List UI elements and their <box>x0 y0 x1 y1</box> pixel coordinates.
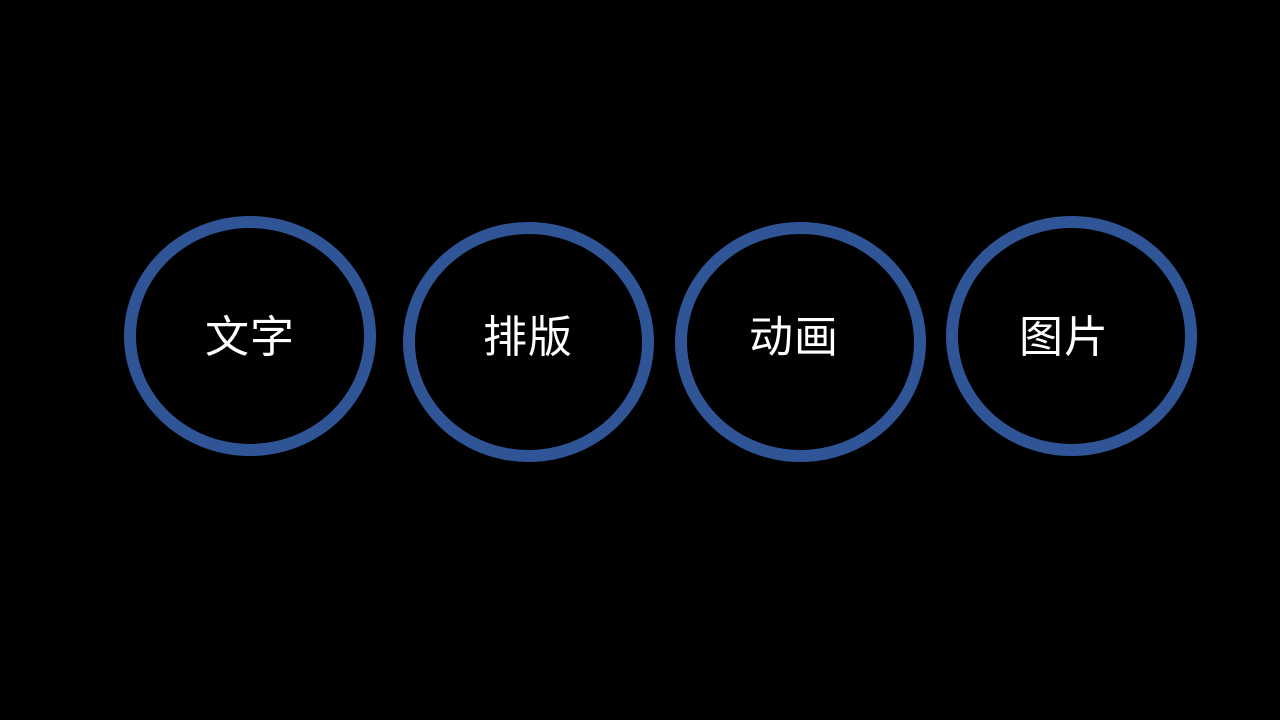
label-layout: 排版 <box>483 312 573 363</box>
label-image: 图片 <box>1019 312 1109 363</box>
label-text: 文字 <box>205 312 295 363</box>
label-animation: 动画 <box>749 312 839 363</box>
